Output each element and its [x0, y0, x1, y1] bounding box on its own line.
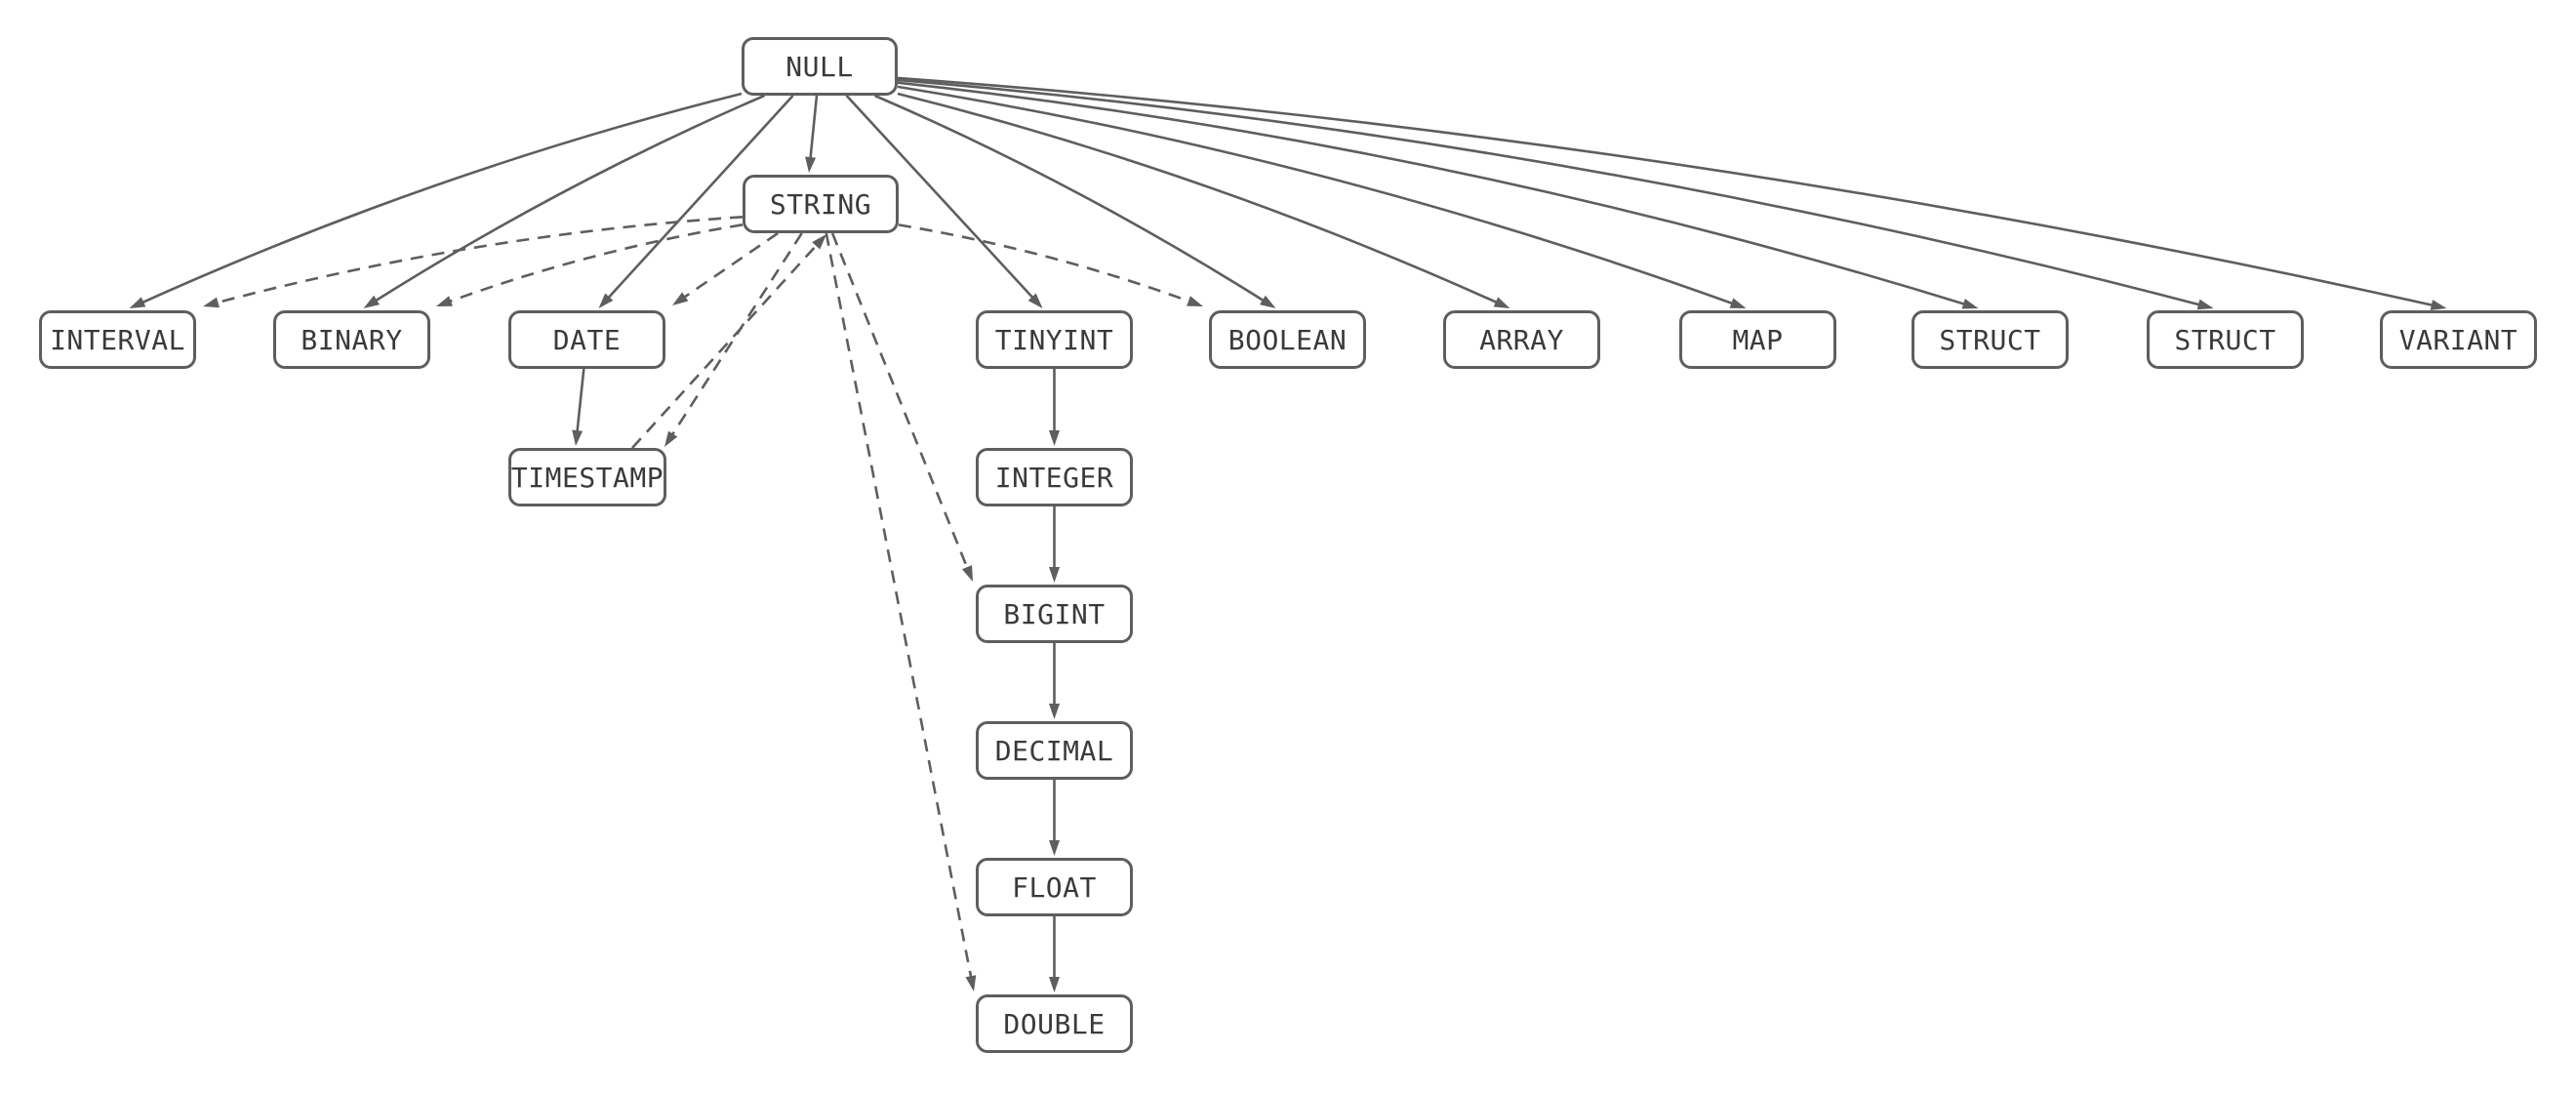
type-node-label: INTEGER: [994, 461, 1114, 494]
node-variant: VARIANT: [2380, 310, 2537, 369]
arrowhead-string-date: [672, 292, 689, 305]
arrowhead-string-timestamp: [664, 430, 678, 447]
type-node-label: TINYINT: [994, 323, 1114, 356]
edge-null-struct-1: [897, 81, 1968, 306]
type-node-label: STRUCT: [1939, 323, 2041, 356]
node-float: FLOAT: [976, 858, 1133, 916]
edge-null-tinyint: [845, 95, 1036, 302]
edge-null-interval: [139, 92, 743, 305]
arrowhead-null-string: [805, 156, 817, 173]
node-binary: BINARY: [273, 310, 430, 369]
type-node-label: BIGINT: [1003, 597, 1106, 630]
type-node-label: DECIMAL: [994, 734, 1114, 767]
type-node-label: ARRAY: [1479, 323, 1564, 356]
node-array: ARRAY: [1443, 310, 1600, 369]
edge-null-map: [897, 85, 1737, 306]
arrowhead-string-binary: [436, 296, 453, 306]
arrowhead-string-interval: [203, 297, 220, 308]
node-tinyint: TINYINT: [976, 310, 1133, 369]
node-struct-1: STRUCT: [1912, 310, 2069, 369]
arrowhead-string-bigint: [961, 565, 973, 582]
arrowhead-integer-bigint: [1049, 567, 1060, 583]
type-node-label: STRUCT: [2174, 323, 2276, 356]
edge-string-boolean: [898, 223, 1193, 304]
arrowhead-null-interval: [129, 297, 146, 308]
type-node-label: BOOLEAN: [1228, 323, 1348, 356]
arrowhead-null-boolean: [1260, 295, 1276, 308]
node-struct-2: STRUCT: [2147, 310, 2304, 369]
node-map: MAP: [1679, 310, 1836, 369]
node-bigint: BIGINT: [976, 585, 1133, 643]
node-interval: INTERVAL: [39, 310, 196, 369]
node-integer: INTEGER: [976, 448, 1133, 506]
edge-null-string: [808, 95, 819, 162]
type-node-label: NULL: [785, 50, 854, 83]
arrowhead-null-tinyint: [1027, 293, 1043, 308]
arrowhead-float-double: [1049, 977, 1060, 992]
node-string: STRING: [743, 175, 899, 233]
arrowhead-null-array: [1493, 297, 1510, 308]
arrowhead-null-map: [1729, 298, 1747, 308]
type-node-label: DATE: [552, 323, 622, 356]
node-timestamp: TIMESTAMP: [508, 448, 666, 506]
arrowhead-string-boolean: [1187, 296, 1203, 306]
type-node-label: INTERVAL: [50, 323, 185, 356]
edge-string-timestamp: [669, 232, 803, 439]
type-node-label: FLOAT: [1012, 870, 1097, 904]
edge-null-boolean: [874, 94, 1268, 304]
node-boolean: BOOLEAN: [1209, 310, 1366, 369]
edge-date-timestamp: [575, 368, 585, 435]
arrowhead-timestamp-string: [812, 234, 826, 250]
edge-null-array: [897, 92, 1501, 305]
type-node-label: STRING: [769, 187, 872, 221]
edge-string-double: [825, 232, 974, 981]
arrowhead-decimal-float: [1049, 840, 1060, 856]
arrowhead-tinyint-integer: [1049, 430, 1060, 446]
arrowhead-bigint-decimal: [1049, 704, 1060, 719]
arrowhead-null-struct-2: [2196, 299, 2214, 310]
node-null: NULL: [742, 37, 898, 96]
arrowhead-null-variant: [2430, 300, 2447, 310]
type-node-label: VARIANT: [2398, 323, 2518, 356]
edge-null-binary: [372, 94, 765, 304]
node-decimal: DECIMAL: [976, 721, 1133, 780]
edge-null-struct-2: [897, 78, 2203, 307]
arrowhead-null-date: [598, 293, 614, 308]
arrowhead-string-double: [965, 975, 977, 992]
edge-null-date: [605, 95, 794, 302]
type-node-label: MAP: [1732, 323, 1784, 356]
edge-timestamp-string: [631, 241, 821, 449]
arrowhead-null-binary: [363, 295, 380, 308]
edge-null-variant: [897, 76, 2436, 307]
type-node-label: DOUBLE: [1003, 1007, 1106, 1040]
type-node-label: BINARY: [301, 323, 403, 356]
node-date: DATE: [508, 310, 665, 369]
edge-string-interval: [213, 216, 744, 305]
type-node-label: TIMESTAMP: [510, 461, 664, 494]
edge-string-bigint: [830, 232, 970, 572]
node-double: DOUBLE: [976, 994, 1133, 1053]
arrowhead-date-timestamp: [572, 429, 584, 446]
arrowhead-null-struct-1: [1961, 299, 1979, 309]
edge-string-binary: [446, 223, 744, 304]
